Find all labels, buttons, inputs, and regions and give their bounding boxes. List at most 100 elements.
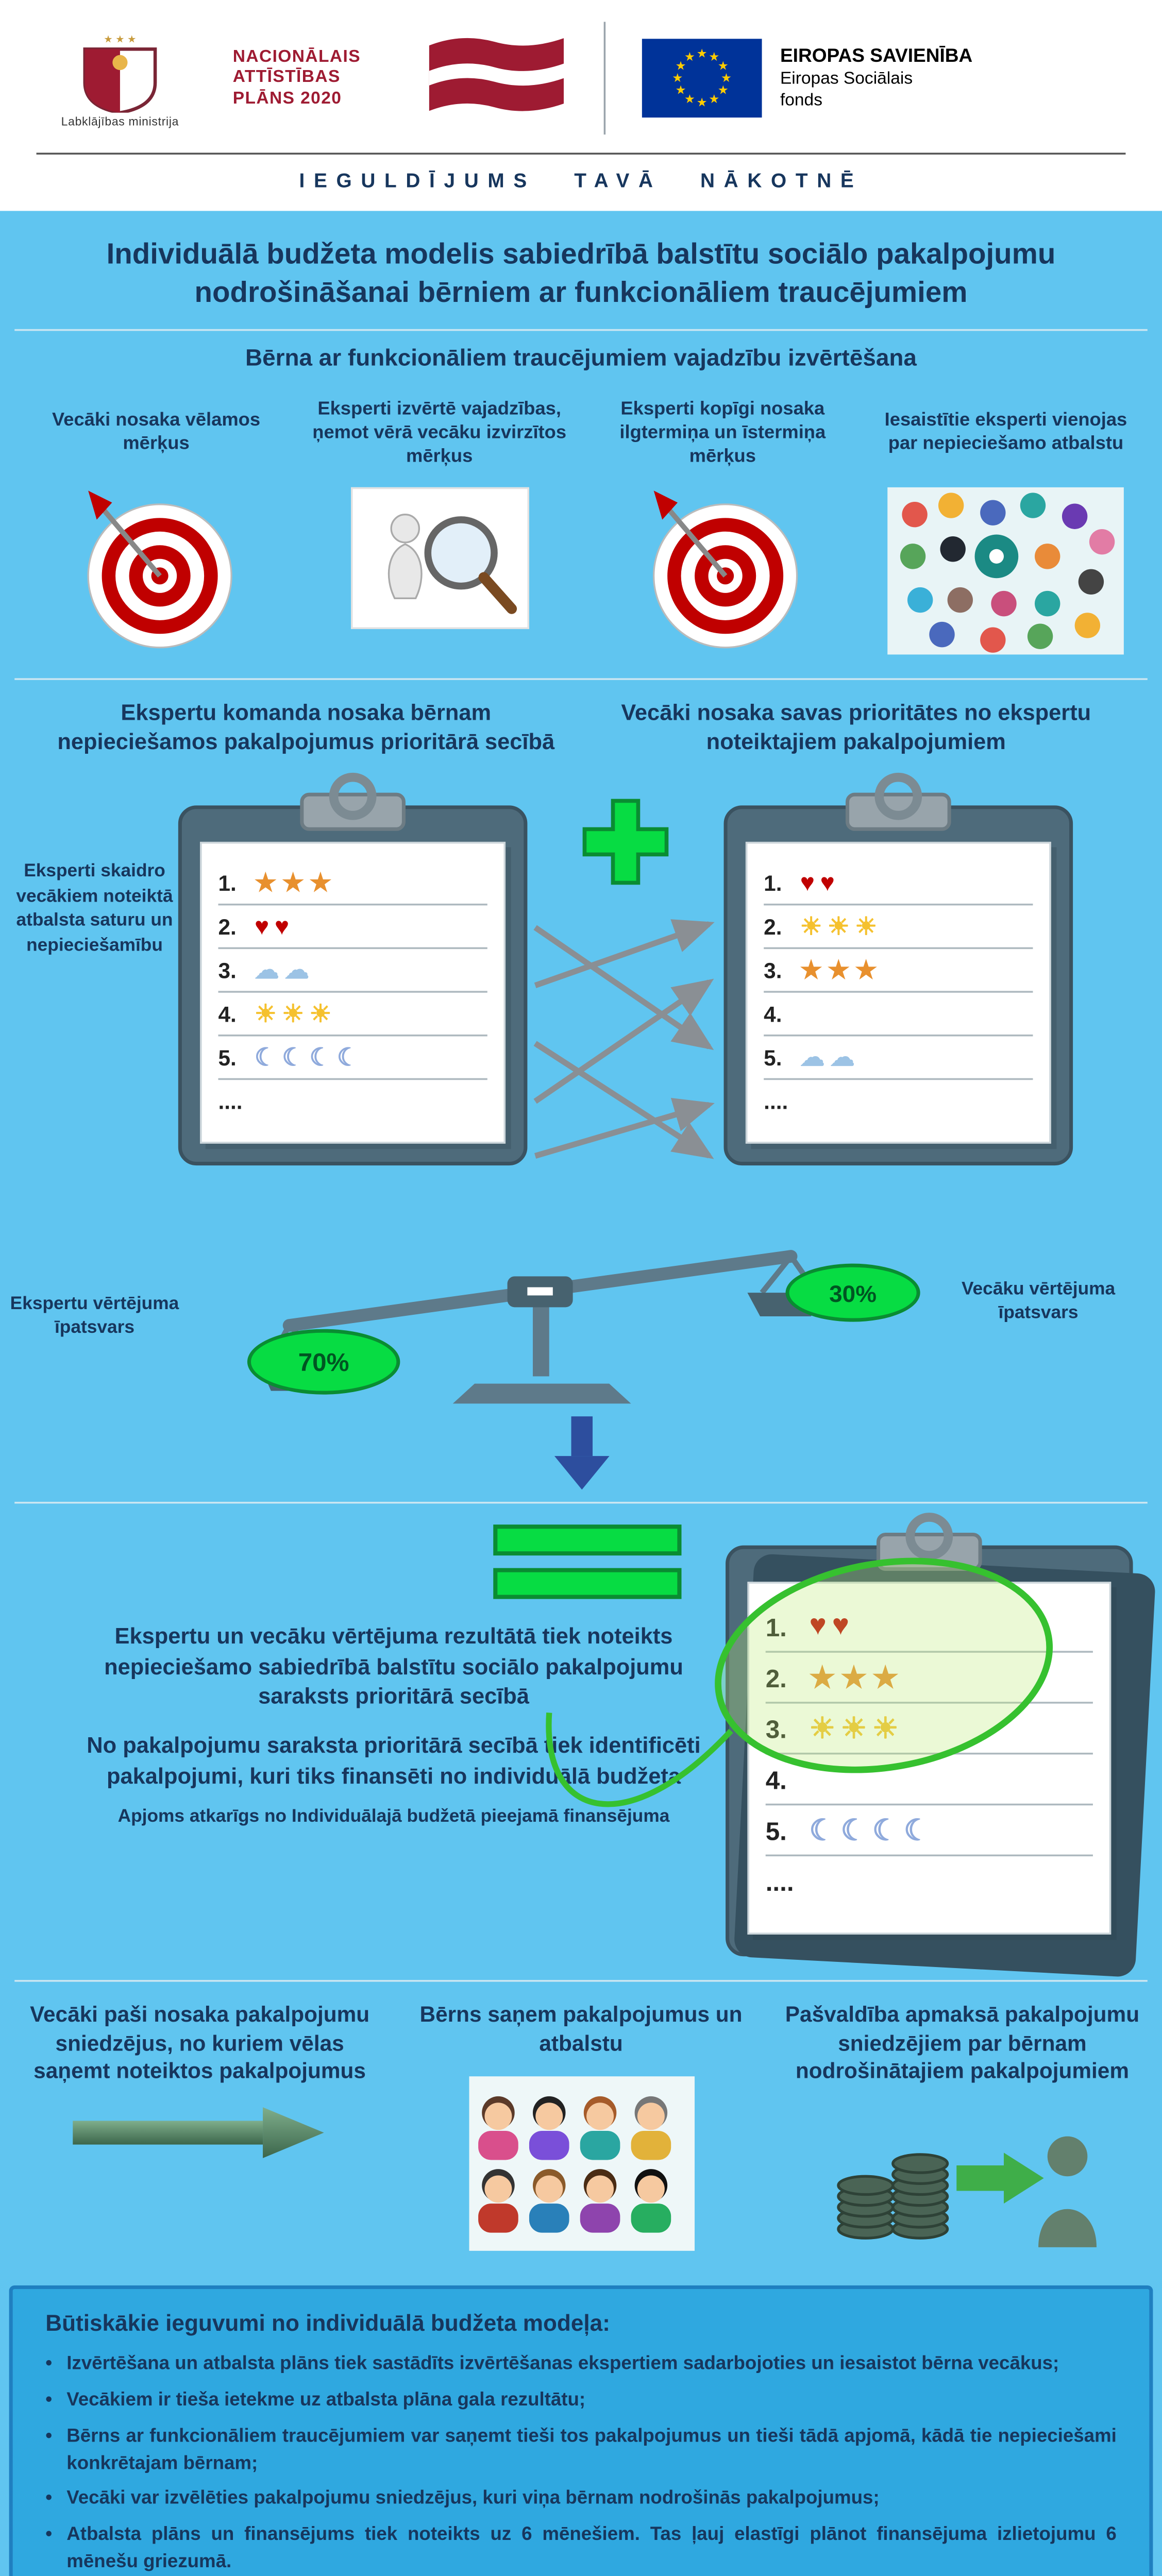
item-symbols: ☀☀☀ <box>809 1714 904 1745</box>
experts-collage-icon <box>887 487 1124 655</box>
list-item: 2.♥♥ <box>218 906 487 950</box>
benefit-item: • Atbalsta plāns un finansējums tiek note… <box>45 2524 1117 2576</box>
item-symbols: ♥♥ <box>255 913 295 941</box>
item-number: 1. <box>764 870 782 896</box>
list-item: 5. ☾☾☾☾ <box>765 1806 1093 1857</box>
outcome-municipality-pays: Pašvaldība apmaksā pakalpojumu sniedzēji… <box>781 2002 1144 2260</box>
list-item: 4.☀☀☀ <box>218 993 487 1037</box>
item-symbols: ★★★ <box>800 956 883 984</box>
latvia-flag-icon <box>422 28 567 128</box>
item-symbols: ☾☾☾☾ <box>809 1816 936 1847</box>
list-item: 3. ★★★ <box>764 950 1033 993</box>
final-list-column: 1.♥♥ 2.★★★ 3.☀☀☀ 4. 5.☾☾☾☾ .... <box>726 1513 1162 1957</box>
assessment-steps: Vecāki nosaka vēlamos mērķus Ekspe <box>0 382 1162 673</box>
benefit-item: •Vecāki var izvēlēties pakalpojumu snied… <box>45 2488 1117 2515</box>
parent-weight-label: Vecāku vērtējuma īpatsvars <box>961 1280 1116 1324</box>
item-number: 5. <box>218 1045 237 1071</box>
money-icon <box>826 2105 1099 2260</box>
step-parents-goals: Vecāki nosaka vēlamos mērķus <box>14 382 298 651</box>
benefit-text: Atbalsta plāns un finansējums tiek notei… <box>66 2526 1117 2573</box>
benefit-item: • Izvērtēšana un atbalsta plāns tiek sast… <box>45 2353 1117 2380</box>
step-label: Iesaistītie eksperti vienojas par nepiec… <box>884 411 1127 455</box>
svg-text:★ ★ ★: ★ ★ ★ <box>104 33 136 44</box>
item-number: 4. <box>218 1001 237 1027</box>
equals-icon <box>62 1520 726 1604</box>
benefit-item: • Bērns ar funkcionāliem traucējumiem var… <box>45 2425 1117 2479</box>
item-number: 4. <box>764 1001 782 1027</box>
header-divider <box>36 152 1126 155</box>
right-arrow-icon <box>72 2105 327 2169</box>
list-item: 4. <box>765 1755 1093 1806</box>
experts-clipboard: 1.★★★ 2.♥♥ 3.☁☁ 4.☀☀☀ 5.☾☾☾☾ .... <box>178 773 528 1166</box>
logo-row: ★ ★ ★ Labklājības ministrija NACIONĀLAIS… <box>33 22 1130 135</box>
nap-line2: ATTĪSTĪBAS <box>232 67 341 88</box>
priority-mapping-arrows <box>533 919 715 1160</box>
item-number: .... <box>218 1088 243 1114</box>
bullet-icon: • <box>45 2526 53 2546</box>
section-divider <box>14 679 1148 681</box>
magnifier-person-icon <box>350 487 529 630</box>
clipboard-clip <box>300 773 406 832</box>
item-number: 5. <box>765 1816 787 1845</box>
expert-weight-label: Ekspertu vērtējuma īpatsvars <box>10 1295 179 1339</box>
clipboard-paper: 1.★★★ 2.♥♥ 3.☁☁ 4.☀☀☀ 5.☾☾☾☾ .... <box>200 842 506 1144</box>
list-item: 5. ☁☁ <box>764 1037 1033 1080</box>
parent-weight-value: 30% <box>785 1264 920 1323</box>
assessment-section: Bērna ar funkcionāliem traucējumiem vaja… <box>0 337 1162 673</box>
ministry-coat-of-arms-icon: ★ ★ ★ <box>83 33 157 112</box>
eu-text: EIROPAS SAVIENĪBA Eiropas Sociālais fond… <box>780 45 972 112</box>
header-separator <box>603 22 606 135</box>
svg-text:★: ★ <box>721 72 732 85</box>
assessment-heading: Bērna ar funkcionāliem traucējumiem vaja… <box>245 344 917 371</box>
bullet-icon: • <box>45 2489 53 2510</box>
svg-text:★: ★ <box>697 47 708 61</box>
benefit-text: Bērns ar funkcionāliem traucējumiem var … <box>66 2427 1117 2474</box>
target-icon <box>74 488 238 652</box>
list-item: 1.♥♥ <box>765 1602 1093 1653</box>
step-label: Eksperti kopīgi nosaka ilgtermiņa un īst… <box>619 400 826 467</box>
list-item: 3.☁☁ <box>218 950 487 993</box>
svg-text:★: ★ <box>697 96 708 109</box>
bullet-icon: • <box>45 2427 53 2447</box>
header-slogan: IEGULDĪJUMS TAVĀ NĀKOTNĒ <box>299 171 863 193</box>
item-number: 3. <box>218 957 237 984</box>
list-item: 5.☾☾☾☾ <box>218 1037 487 1080</box>
nap2020-logo: NACIONĀLAIS ATTĪSTĪBAS PLĀNS 2020 <box>233 47 389 109</box>
list-item: .... <box>218 1080 487 1122</box>
experts-explain-note: Eksperti skaidro vecākiem noteiktā atbal… <box>16 862 173 956</box>
svg-text:★: ★ <box>709 93 719 106</box>
item-symbols: ☁☁ <box>800 1043 861 1071</box>
svg-text:★: ★ <box>684 93 695 106</box>
item-number: .... <box>764 1088 788 1114</box>
section-divider <box>14 1502 1148 1504</box>
experts-priorities-heading: Ekspertu komanda nosaka bērnam nepiecieš… <box>57 700 555 755</box>
benefit-text: Vecākiem ir tieša ietekme uz atbalsta pl… <box>66 2391 586 2411</box>
item-number: 5. <box>764 1045 782 1071</box>
result-text-2: No pakalpojumu saraksta prioritārā secīb… <box>87 1733 701 1788</box>
list-item: 1.★★★ <box>218 862 487 906</box>
step-experts-agree: Iesaistītie eksperti vienojas par nepiec… <box>864 382 1148 655</box>
clipboard-paper: 1.♥♥ 2.☀☀☀ 3.★★★ 4. 5.☁☁ .... <box>745 842 1051 1144</box>
step-experts-goals: Eksperti kopīgi nosaka ilgtermiņa un īst… <box>581 382 865 651</box>
item-symbols: ★★★ <box>255 868 337 896</box>
step-label: Vecāki nosaka vēlamos mērķus <box>52 411 261 455</box>
svg-text:★: ★ <box>718 84 729 97</box>
expert-weight-value: 70% <box>247 1329 400 1395</box>
list-item: 3.☀☀☀ <box>765 1704 1093 1755</box>
weights-section: Ekspertu vērtējuma īpatsvars 70% 30% Vec… <box>0 1209 1162 1420</box>
benefit-text: Izvērtēšana un atbalsta plāns tiek sastā… <box>66 2355 1059 2376</box>
list-item: 1.♥♥ <box>764 862 1033 906</box>
outcome-label: Vecāki paši nosaka pakalpojumu sniedzēju… <box>30 2002 370 2084</box>
bullet-icon: • <box>45 2355 53 2376</box>
item-number: 3. <box>764 957 782 984</box>
item-number: 4. <box>765 1765 787 1794</box>
section-divider <box>14 329 1148 332</box>
list-item: .... <box>764 1080 1033 1122</box>
outcome-label: Pašvaldība apmaksā pakalpojumu sniedzēji… <box>785 2002 1140 2084</box>
result-text-3: Apjoms atkarīgs no Individuālajā budžetā… <box>117 1807 670 1828</box>
bullet-icon: • <box>45 2391 53 2411</box>
svg-text:★: ★ <box>684 50 695 64</box>
svg-text:★: ★ <box>718 59 729 73</box>
eu-flag-icon: ★★★ ★★★ ★★★ ★★★ <box>642 39 762 118</box>
svg-text:★: ★ <box>675 84 686 97</box>
